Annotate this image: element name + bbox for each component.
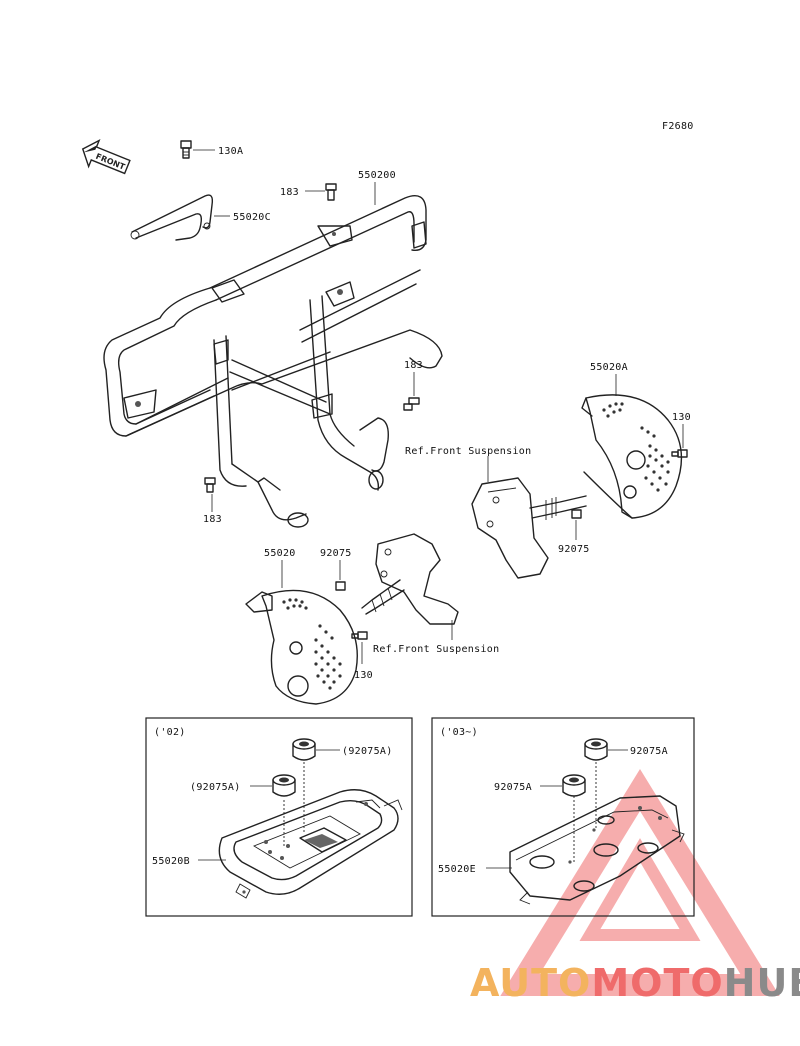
watermark-triangle-icon <box>500 769 780 996</box>
bolt-183-top-icon <box>325 183 337 201</box>
clip-55020C-icon <box>130 194 214 241</box>
label-55020: 55020 <box>264 548 296 559</box>
watermark-logo: AUTOMOTOHUB <box>470 961 800 1005</box>
box-02-92075A-mid: (92075A) <box>190 782 241 793</box>
spacer-92075A-mid-icon <box>272 774 296 797</box>
box-03-title: ('03~) <box>440 727 478 738</box>
box-03-92075A-top: 92075A <box>630 746 668 757</box>
bolt-130-left-icon <box>351 631 368 640</box>
spacer-92075A-top-icon <box>292 738 316 761</box>
spacer-92075A-top-right-icon <box>584 738 608 761</box>
bolt-183-bot-icon <box>204 477 216 493</box>
variant-box-03: ('03~) 92075A 92075A <box>431 717 695 917</box>
box-03-92075A-mid: 92075A <box>494 782 532 793</box>
label-130-right: 130 <box>672 412 691 423</box>
skid-plate-55020A-icon <box>581 394 683 519</box>
ref-front-suspension-2: Ref.Front Suspension <box>373 644 499 655</box>
bolt-130-right-icon <box>671 449 688 458</box>
label-55020C: 55020C <box>233 212 271 223</box>
ref-front-suspension-1: Ref.Front Suspension <box>405 446 531 457</box>
label-183-top: 183 <box>280 187 299 198</box>
label-550200: 550200 <box>358 170 396 181</box>
front-bumper-frame-icon <box>103 195 443 528</box>
bolt-183-mid-icon <box>403 397 420 411</box>
knuckle-right-icon <box>471 477 587 579</box>
label-130A: 130A <box>218 146 243 157</box>
label-92075-left: 92075 <box>320 548 352 559</box>
watermark-hub: HUB <box>724 961 800 1005</box>
washer-92075-right-icon <box>571 509 582 519</box>
svg-text:AUTOMOTOHUB: AUTOMOTOHUB <box>470 961 800 1005</box>
label-130-left: 130 <box>354 670 373 681</box>
label-92075-right: 92075 <box>558 544 590 555</box>
watermark-auto: AUTO <box>470 961 591 1005</box>
skid-plate-55020E-icon <box>509 762 685 905</box>
bolt-130A-icon <box>180 140 192 159</box>
washer-92075-left-icon <box>335 581 346 591</box>
skid-plate-55020B-icon <box>218 762 403 899</box>
figure-code: F2680 <box>662 121 694 132</box>
label-183-bot: 183 <box>203 514 222 525</box>
watermark-moto: MOTO <box>591 961 723 1005</box>
variant-box-02: ('02) (92075A) (92075A) <box>145 717 413 917</box>
label-183-mid: 183 <box>404 360 423 371</box>
box-02-title: ('02) <box>154 727 186 738</box>
skid-plate-55020-icon <box>245 589 358 705</box>
box-02-92075A-top: (92075A) <box>342 746 393 757</box>
box-03-55020E: 55020E <box>438 864 476 875</box>
spacer-92075A-mid-right-icon <box>562 774 586 797</box>
knuckle-left-icon <box>361 533 459 625</box>
box-02-55020B: 55020B <box>152 856 190 867</box>
label-55020A: 55020A <box>590 362 628 373</box>
front-arrow-icon: FRONT <box>81 139 131 175</box>
